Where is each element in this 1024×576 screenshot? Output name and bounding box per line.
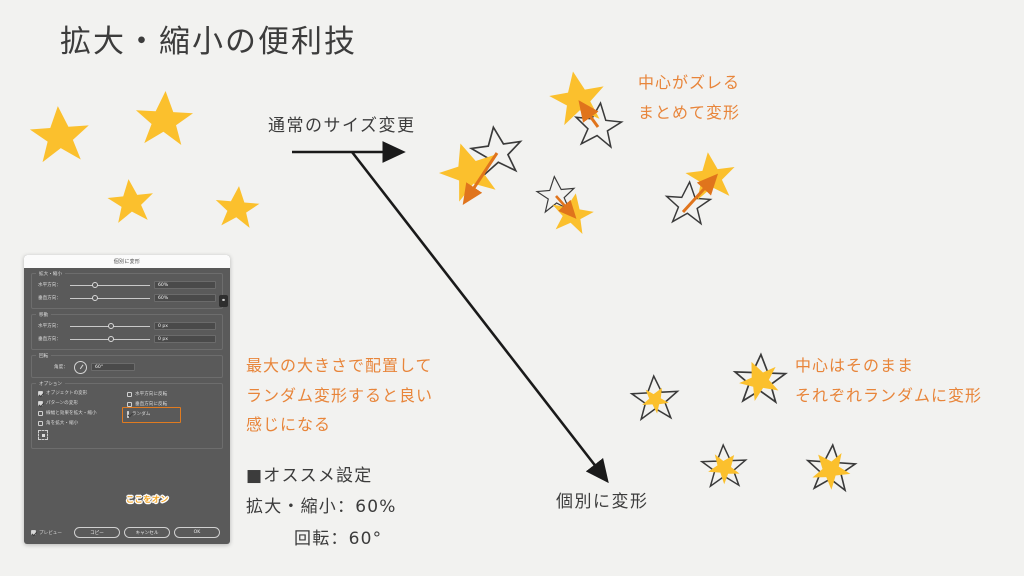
recommended-rotate: 回転：60°	[294, 528, 383, 549]
annotation-middle: 最大の大きさで配置して ランダム変形すると良い 感じになる	[246, 351, 433, 440]
scale-group: 拡大・縮小 水平方向： 60% 垂直方向： 60%	[31, 270, 223, 309]
checkbox-icon[interactable]	[127, 401, 132, 407]
options-group: オプション オブジェクトの変形 パターンの変形 線幅と効	[31, 380, 223, 449]
move-vertical-label: 垂直方向：	[38, 337, 61, 342]
checkbox-label: 線幅と効果を拡大・縮小	[46, 411, 97, 416]
rotate-angle-input[interactable]: 60°	[91, 363, 135, 371]
annotation-top-right-line-2: まとめて変形	[638, 102, 741, 122]
checkbox-label: 角を拡大・縮小	[46, 421, 79, 426]
ok-button[interactable]: OK	[173, 527, 220, 538]
scale-vertical-slider[interactable]	[70, 294, 150, 302]
checkbox-transform-objects[interactable]: オブジェクトの変形	[38, 390, 127, 396]
checkbox-icon[interactable]	[38, 420, 43, 426]
checkbox-transform-patterns[interactable]: パターンの変形	[38, 400, 127, 406]
move-horizontal-slider[interactable]	[70, 322, 150, 330]
scale-horizontal-slider[interactable]	[70, 281, 150, 289]
cancel-button[interactable]: キャンセル	[123, 527, 170, 538]
move-group-title: 移動	[36, 311, 52, 318]
rotate-group: 回転 角度： 60°	[31, 352, 223, 378]
reference-point-grid-icon[interactable]	[38, 430, 48, 440]
label-normal-resize: 通常のサイズ変更	[268, 116, 416, 136]
scale-horizontal-label: 水平方向：	[38, 283, 61, 288]
checkbox-icon[interactable]	[38, 400, 43, 406]
move-group: 移動 水平方向： 0 px 垂直方向： 0 px	[31, 311, 223, 350]
move-horizontal-label: 水平方向：	[38, 324, 61, 329]
annotation-middle-line-2: ランダム変形すると良い	[246, 385, 434, 405]
checkbox-label: 水平方向に反転	[135, 392, 168, 397]
source-stars	[28, 89, 261, 229]
preview-label: プレビュー	[39, 530, 62, 536]
rotate-angle-row[interactable]: 角度： 60°	[38, 360, 216, 374]
annotation-bottom-right: 中心はそのまま それぞれランダムに変形	[795, 351, 982, 410]
annotation-bottom-right-line-2: それぞれランダムに変形	[795, 385, 983, 405]
checkbox-random[interactable]: ランダム	[122, 407, 181, 423]
transform-each-dialog[interactable]: 個別に変形 拡大・縮小 水平方向： 60% 垂直方向： 6	[24, 255, 230, 544]
checkbox-label: オブジェクトの変形	[46, 391, 88, 396]
checkbox-scale-corners[interactable]: 角を拡大・縮小	[38, 420, 127, 426]
dialog-footer: プレビュー コピー キャンセル OK	[24, 527, 230, 538]
options-group-title: オプション	[36, 380, 65, 387]
checkbox-icon[interactable]	[31, 530, 36, 535]
checkbox-scale-strokes-effects[interactable]: 線幅と効果を拡大・縮小	[38, 410, 127, 416]
highlight-box	[122, 407, 181, 423]
scale-vertical-input[interactable]: 60%	[154, 294, 216, 302]
checkbox-icon[interactable]	[127, 411, 129, 418]
move-vertical-input[interactable]: 0 px	[154, 335, 216, 343]
checkbox-reflect-x[interactable]: 水平方向に反転	[127, 391, 216, 397]
copy-button[interactable]: コピー	[73, 527, 120, 538]
rotate-group-title: 回転	[36, 352, 52, 359]
slider-knob[interactable]	[107, 323, 114, 329]
slider-knob[interactable]	[107, 336, 114, 342]
options-left-column: オブジェクトの変形 パターンの変形 線幅と効果を拡大・縮小 角を拡大・	[38, 390, 127, 440]
label-transform-each: 個別に変形	[556, 492, 649, 512]
recommended-scale: 拡大・縮小：60%	[246, 497, 397, 518]
checkbox-label: 垂直方向に反転	[135, 402, 168, 407]
scale-horizontal-input[interactable]: 60%	[154, 281, 216, 289]
checkbox-label: ランダム	[132, 412, 151, 417]
dialog-titlebar: 個別に変形	[24, 255, 230, 268]
move-horizontal-input[interactable]: 0 px	[154, 322, 216, 330]
scale-vertical-row[interactable]: 垂直方向： 60%	[38, 293, 216, 303]
move-vertical-slider[interactable]	[70, 335, 150, 343]
checkbox-icon[interactable]	[38, 390, 43, 396]
scale-horizontal-row[interactable]: 水平方向： 60%	[38, 280, 216, 290]
recommended-settings: ■オススメ設定 拡大・縮小：60% 回転：60°	[246, 461, 397, 555]
annotation-middle-line-3: 感じになる	[246, 415, 332, 435]
slider-knob[interactable]	[92, 282, 99, 288]
page-title: 拡大・縮小の便利技	[60, 24, 357, 60]
slider-knob[interactable]	[92, 295, 99, 301]
options-right-column: 水平方向に反転 垂直方向に反転 ランダム	[122, 390, 216, 440]
dialog-title: 個別に変形	[113, 259, 141, 265]
checkbox-icon[interactable]	[127, 391, 132, 397]
scale-vertical-label: 垂直方向：	[38, 296, 61, 301]
annotation-top-right: 中心がズレる まとめて変形	[638, 68, 740, 127]
annotation-middle-line-1: 最大の大きさで配置して	[246, 356, 433, 375]
callout-here-on: ここをオン	[126, 495, 169, 504]
checkbox-reflect-y[interactable]: 垂直方向に反転	[127, 401, 216, 407]
checkbox-icon[interactable]	[38, 410, 43, 416]
scale-group-title: 拡大・縮小	[36, 270, 65, 277]
move-vertical-row[interactable]: 垂直方向： 0 px	[38, 334, 216, 344]
annotation-top-right-line-1: 中心がズレる	[638, 73, 741, 92]
checkbox-label: パターンの変形	[46, 401, 78, 406]
angle-dial-icon[interactable]	[74, 360, 87, 374]
annotation-bottom-right-line-1: 中心はそのまま	[795, 356, 915, 375]
rotate-angle-label: 角度：	[54, 365, 68, 370]
options-columns: オブジェクトの変形 パターンの変形 線幅と効果を拡大・縮小 角を拡大・	[38, 390, 216, 440]
dialog-body: 拡大・縮小 水平方向： 60% 垂直方向： 60% ⚭	[24, 268, 230, 504]
link-chain-icon[interactable]: ⚭	[219, 295, 228, 307]
recommended-heading: ■オススメ設定	[246, 466, 373, 486]
checkbox-preview[interactable]: プレビュー	[31, 530, 62, 536]
move-horizontal-row[interactable]: 水平方向： 0 px	[38, 321, 216, 331]
